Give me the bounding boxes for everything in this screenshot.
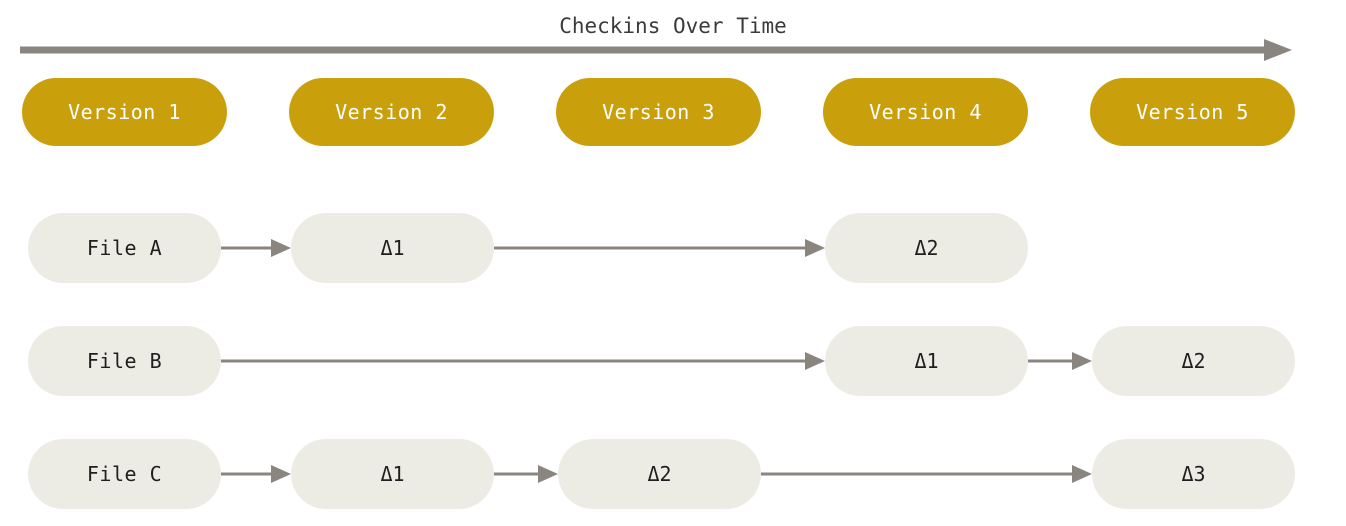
connector-arrow — [221, 350, 825, 372]
arrow-right-icon — [494, 465, 558, 483]
connector-arrow — [761, 463, 1092, 485]
timeline-title: Checkins Over Time — [559, 14, 787, 38]
connector-arrow — [1028, 350, 1092, 372]
arrow-right-icon — [221, 239, 291, 257]
version-pill-3[interactable]: Version 3 — [556, 78, 761, 146]
timeline-axis — [20, 39, 1292, 61]
file-node-label: File C — [86, 462, 163, 486]
delta-node-label: Δ1 — [914, 349, 939, 373]
connector-arrow — [494, 237, 825, 259]
file-node[interactable]: File C — [28, 439, 221, 509]
version-pill-label: Version 5 — [1136, 100, 1249, 124]
version-pill-label: Version 3 — [602, 100, 715, 124]
delta-node-label: Δ2 — [914, 236, 939, 260]
delta-node[interactable]: Δ1 — [291, 213, 494, 283]
file-node-label: File A — [86, 236, 163, 260]
delta-node-label: Δ2 — [1181, 349, 1206, 373]
delta-node[interactable]: Δ2 — [1092, 326, 1295, 396]
version-pill-4[interactable]: Version 4 — [823, 78, 1028, 146]
connector-arrow — [221, 237, 291, 259]
delta-node[interactable]: Δ2 — [825, 213, 1028, 283]
version-pill-label: Version 4 — [869, 100, 982, 124]
file-node[interactable]: File A — [28, 213, 221, 283]
delta-node[interactable]: Δ1 — [825, 326, 1028, 396]
arrow-right-icon — [1028, 352, 1092, 370]
arrow-right-icon — [761, 465, 1092, 483]
delta-node[interactable]: Δ3 — [1092, 439, 1295, 509]
version-pill-label: Version 2 — [335, 100, 448, 124]
file-node-label: File B — [86, 349, 163, 373]
arrow-right-icon — [221, 352, 825, 370]
delta-node[interactable]: Δ2 — [558, 439, 761, 509]
delta-node-label: Δ1 — [380, 236, 405, 260]
connector-arrow — [494, 463, 558, 485]
arrow-right-icon — [20, 39, 1292, 61]
delta-node-label: Δ2 — [647, 462, 672, 486]
connector-arrow — [221, 463, 291, 485]
delta-node[interactable]: Δ1 — [291, 439, 494, 509]
delta-node-label: Δ3 — [1181, 462, 1206, 486]
version-pill-5[interactable]: Version 5 — [1090, 78, 1295, 146]
version-pill-label: Version 1 — [68, 100, 181, 124]
version-pill-1[interactable]: Version 1 — [22, 78, 227, 146]
file-node[interactable]: File B — [28, 326, 221, 396]
delta-node-label: Δ1 — [380, 462, 405, 486]
arrow-right-icon — [221, 465, 291, 483]
version-pill-2[interactable]: Version 2 — [289, 78, 494, 146]
arrow-right-icon — [494, 239, 825, 257]
